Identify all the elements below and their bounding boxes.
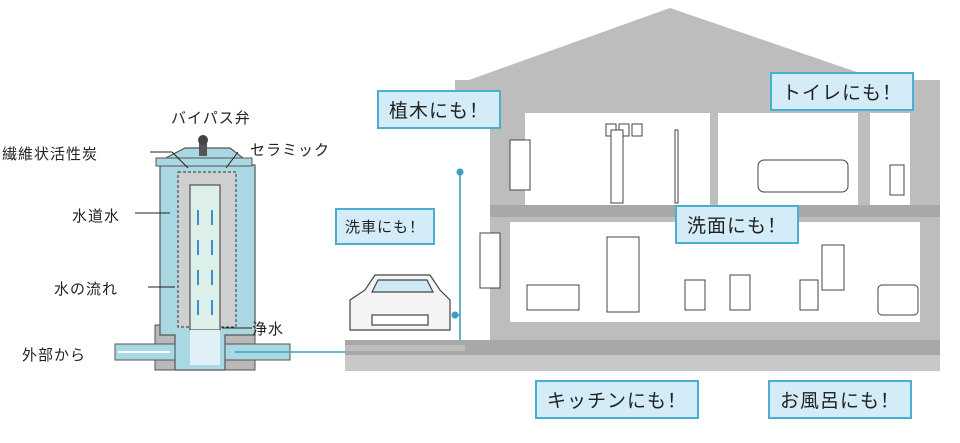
bubble-washroom: 洗面にも！	[675, 205, 800, 244]
bubble-toilet: トイレにも！	[770, 72, 915, 111]
label-purified-water: 浄水	[252, 320, 285, 338]
label-fiber-carbon: 繊維状活性炭	[2, 145, 99, 163]
filter-unit	[114, 135, 291, 371]
label-water-flow: 水の流れ	[54, 280, 119, 298]
bubble-kitchen: キッチンにも！	[535, 380, 700, 419]
house	[345, 8, 940, 371]
label-tap-water: 水道水	[72, 207, 121, 225]
car	[349, 274, 451, 331]
label-ceramic: セラミック	[250, 141, 331, 159]
bubble-plants: 植木にも！	[377, 90, 502, 129]
bubble-bath: お風呂にも！	[768, 380, 913, 419]
label-from-outside: 外部から	[22, 346, 87, 364]
bubble-car-wash: 洗車にも！	[335, 208, 436, 245]
label-bypass-valve: バイパス弁	[171, 109, 251, 127]
